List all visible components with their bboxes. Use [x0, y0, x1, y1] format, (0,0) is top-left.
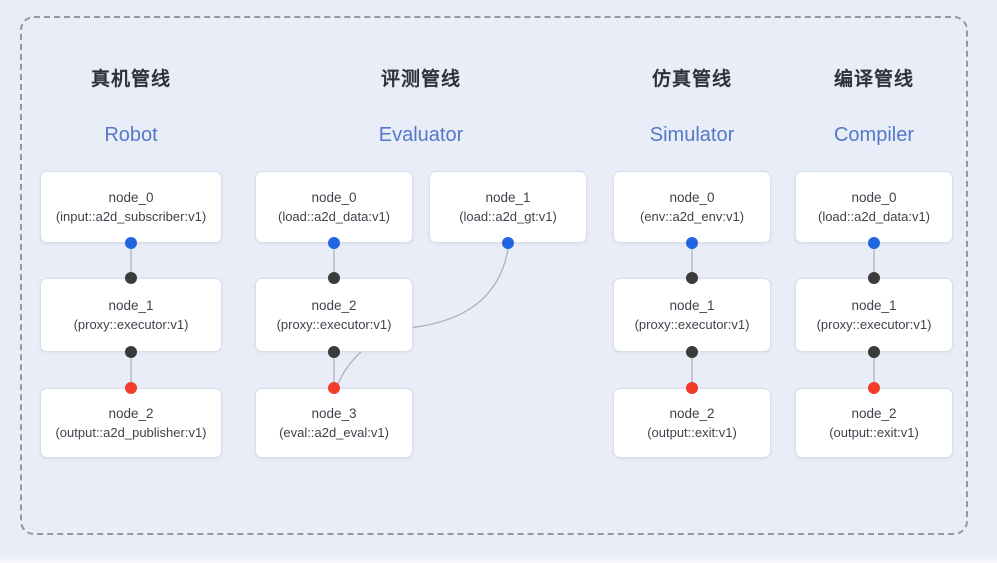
simulator-node-2: node_2 (output::exit:v1) — [613, 388, 771, 458]
node-name: node_0 — [108, 190, 154, 205]
node-type: (output::a2d_publisher:v1) — [55, 425, 207, 440]
edge-gt-to-eval — [336, 245, 510, 387]
node-type: (env::a2d_env:v1) — [639, 209, 745, 224]
pipeline-title-en-compiler: Compiler — [833, 124, 915, 146]
output-port-dot-black — [868, 346, 880, 358]
node-type: (proxy::executor:v1) — [276, 317, 392, 332]
pipeline-title-en-simulator: Simulator — [649, 124, 735, 146]
node-name: node_1 — [485, 190, 531, 205]
robot-node-1: node_1 (proxy::executor:v1) — [40, 278, 222, 352]
pipeline-title-zh-evaluator: 评测管线 — [380, 69, 461, 90]
node-type: (load::a2d_gt:v1) — [459, 209, 557, 224]
robot-node-2: node_2 (output::a2d_publisher:v1) — [40, 388, 222, 458]
compiler-node-2: node_2 (output::exit:v1) — [795, 388, 953, 458]
node-name: node_3 — [311, 406, 357, 421]
node-type: (proxy::executor:v1) — [73, 317, 189, 332]
node-type: (eval::a2d_eval:v1) — [279, 425, 389, 440]
node-name: node_2 — [108, 406, 154, 421]
node-name: node_0 — [851, 190, 897, 205]
output-port-dot-black — [686, 346, 698, 358]
robot-node-0: node_0 (input::a2d_subscriber:v1) — [40, 171, 222, 243]
pipeline-title-zh-compiler: 编译管线 — [833, 69, 914, 90]
node-name: node_2 — [851, 406, 897, 421]
output-port-dot-blue — [868, 237, 880, 249]
output-port-dot-blue — [328, 237, 340, 249]
input-port-dot-black — [125, 272, 137, 284]
output-port-dot-blue — [686, 237, 698, 249]
input-port-dot-black — [868, 272, 880, 284]
input-port-dot-red — [686, 382, 698, 394]
pipeline-title-zh-robot: 真机管线 — [90, 69, 171, 90]
pipeline-title-zh-simulator: 仿真管线 — [651, 69, 732, 90]
input-port-dot-black — [686, 272, 698, 284]
node-type: (proxy::executor:v1) — [816, 317, 932, 332]
node-name: node_0 — [311, 190, 357, 205]
node-name: node_0 — [669, 190, 715, 205]
simulator-node-0: node_0 (env::a2d_env:v1) — [613, 171, 771, 243]
evaluator-node-2: node_2 (proxy::executor:v1) — [255, 278, 413, 352]
evaluator-node-1: node_1 (load::a2d_gt:v1) — [429, 171, 587, 243]
node-type: (input::a2d_subscriber:v1) — [55, 209, 207, 224]
input-port-dot-red — [868, 382, 880, 394]
compiler-node-1: node_1 (proxy::executor:v1) — [795, 278, 953, 352]
node-name: node_1 — [669, 298, 715, 313]
evaluator-node-3: node_3 (eval::a2d_eval:v1) — [255, 388, 413, 458]
output-port-dot-blue — [502, 237, 514, 249]
node-type: (load::a2d_data:v1) — [817, 209, 931, 224]
pipeline-title-en-robot: Robot — [104, 124, 158, 146]
compiler-node-0: node_0 (load::a2d_data:v1) — [795, 171, 953, 243]
node-type: (output::exit:v1) — [647, 425, 737, 440]
node-name: node_1 — [851, 298, 897, 313]
node-type: (proxy::executor:v1) — [634, 317, 750, 332]
input-port-dot-black — [328, 272, 340, 284]
node-name: node_2 — [311, 298, 357, 313]
output-port-dot-black — [125, 346, 137, 358]
input-port-dot-red — [328, 382, 340, 394]
evaluator-node-0: node_0 (load::a2d_data:v1) — [255, 171, 413, 243]
output-port-dot-blue — [125, 237, 137, 249]
node-type: (load::a2d_data:v1) — [277, 209, 391, 224]
output-port-dot-black — [328, 346, 340, 358]
node-name: node_1 — [108, 298, 154, 313]
node-type: (output::exit:v1) — [829, 425, 919, 440]
node-name: node_2 — [669, 406, 715, 421]
dashed-border-frame — [20, 16, 968, 535]
simulator-node-1: node_1 (proxy::executor:v1) — [613, 278, 771, 352]
input-port-dot-red — [125, 382, 137, 394]
pipeline-title-en-evaluator: Evaluator — [378, 124, 464, 146]
